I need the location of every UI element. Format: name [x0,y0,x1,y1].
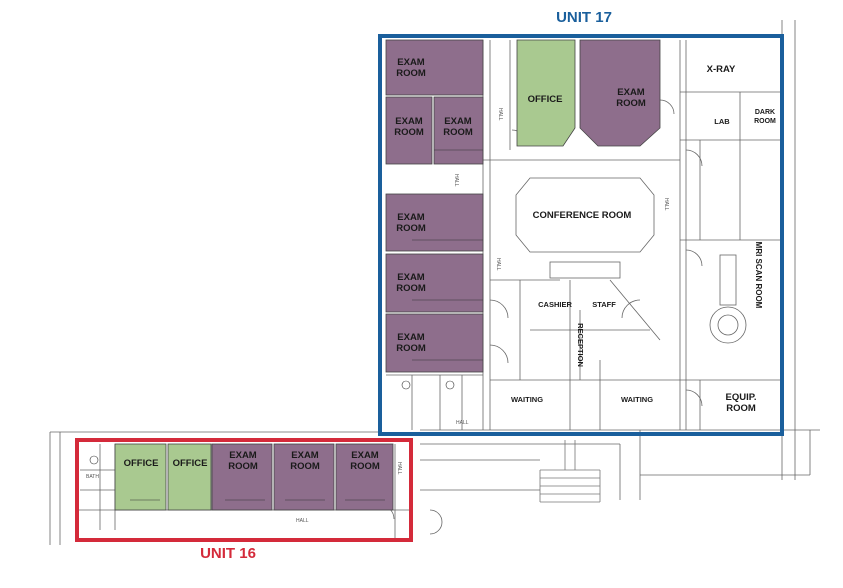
hall-label: HALL [497,108,503,121]
reception-label: RECEPTION [576,323,585,367]
fixtures [89,149,483,501]
unit-17-boundary [378,34,784,436]
office-u16-1 [114,443,167,511]
hall-label: HALL [296,518,309,524]
unit-16-boundary [75,438,413,542]
offices [114,39,576,511]
office-label: OFFICE [124,458,159,469]
exam-room-u17-4 [385,193,484,252]
exam-room-u17-2 [385,96,433,165]
exam-room-u17-6 [385,313,484,373]
exam-room-u16-1 [211,443,273,511]
unit-16-title: UNIT 16 [200,545,256,562]
bath-label: BATH [86,474,99,480]
hall-label: HALL [453,174,459,187]
exam-room-u16-2 [273,443,335,511]
equip-room-label: EQUIP.ROOM [726,392,757,414]
exam-room-u17-5 [385,253,484,313]
exam-room-u17-3 [433,96,484,165]
mri-scan-room-label: MRI SCAN ROOM [754,242,763,309]
waiting-label-right: WAITING [621,395,653,404]
office-label: OFFICE [528,94,563,105]
unit-17-title: UNIT 17 [556,9,612,26]
exam-room-u17-1 [385,39,484,96]
exam-room-u16-3 [335,443,394,511]
exam-rooms [211,39,661,511]
hall-label: HALL [495,258,501,271]
hall-label: HALL [456,420,469,426]
lab-label: LAB [714,117,730,126]
xray-label: X-RAY [707,64,736,75]
office-u17 [516,39,576,147]
conference-room-label: CONFERENCE ROOM [533,210,632,221]
office-label: OFFICE [173,458,208,469]
waiting-label-left: WAITING [511,395,543,404]
office-u16-2 [167,443,212,511]
exam-room-u17-7 [579,39,661,147]
hall-label: HALL [663,198,669,211]
hall-label: HALL [396,462,402,475]
cashier-label: CASHIER [538,300,572,309]
staff-label: STAFF [592,300,616,309]
